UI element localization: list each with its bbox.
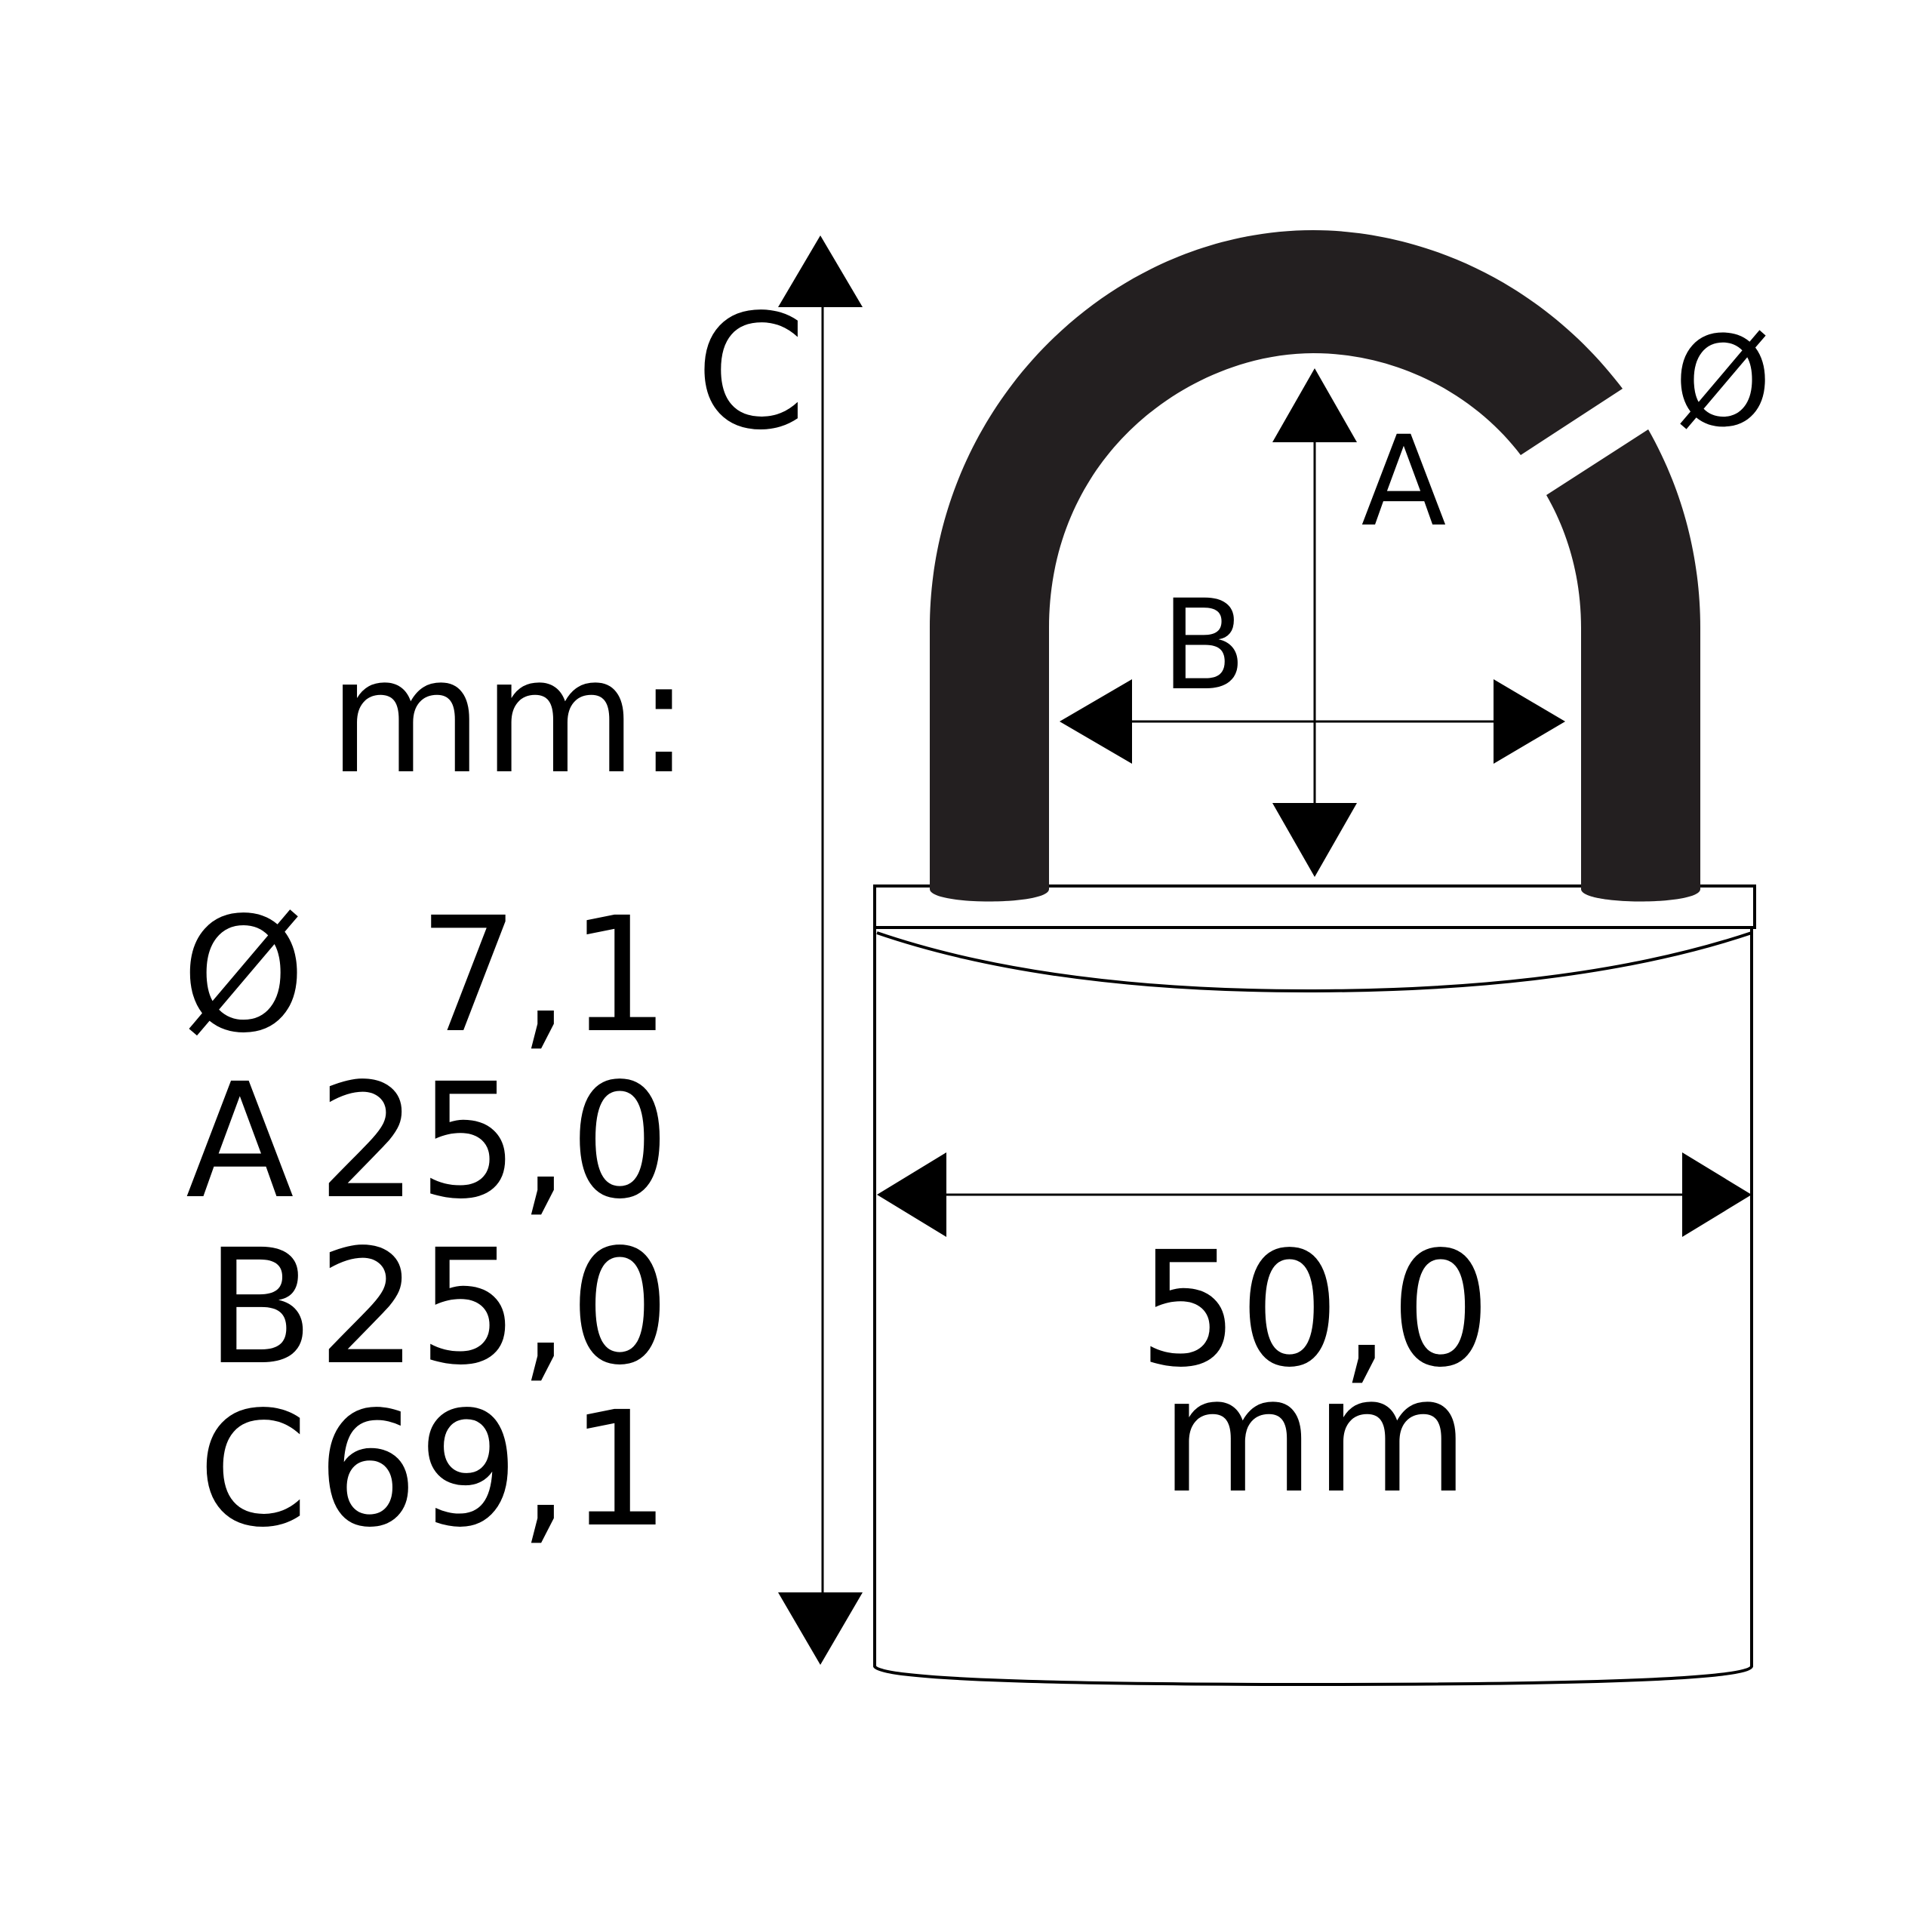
dimension-c: C (696, 235, 863, 1665)
spec-symbol-b: B (205, 1215, 314, 1400)
spec-symbol-a: A (186, 1049, 294, 1234)
dimension-b-left-arrow (1060, 679, 1132, 764)
dimension-body-width-value: 50,0 (1138, 1217, 1491, 1402)
dimension-a-bottom-arrow (1272, 803, 1357, 877)
dimension-a-top-arrow (1272, 368, 1357, 442)
dimension-body-width-unit: mm (1160, 1343, 1469, 1528)
dimension-body-width-left-arrow (877, 1152, 946, 1237)
dimension-b-right-arrow (1494, 679, 1565, 764)
spec-value-b: 25,0 (317, 1215, 670, 1400)
spec-symbol-diameter: Ø (181, 883, 306, 1068)
dimension-diameter-label: Ø (1674, 309, 1772, 454)
shackle-left-segment (930, 230, 1623, 902)
shackle-right-segment (1546, 429, 1700, 902)
dimension-b: B (1060, 573, 1565, 764)
padlock-body-curve (876, 931, 1752, 993)
padlock-shackle (930, 230, 1700, 902)
spec-list: mm: Ø 7,1 A 25,0 B 25,0 C 69,1 (181, 624, 691, 1562)
dimension-body-width: 50,0 mm (877, 1152, 1752, 1528)
spec-value-diameter: 7,1 (418, 883, 670, 1068)
padlock-body-outline (873, 928, 1753, 1687)
dimension-a-label: A (1361, 409, 1447, 554)
dimension-body-width-right-arrow (1682, 1152, 1752, 1237)
spec-symbol-c: C (198, 1377, 309, 1562)
dimension-c-label: C (696, 280, 807, 465)
units-heading: mm: (328, 624, 691, 809)
spec-value-a: 25,0 (317, 1049, 670, 1234)
dimension-a: A (1272, 368, 1446, 877)
dimension-c-bottom-arrow (778, 1592, 863, 1665)
dimension-b-label: B (1161, 573, 1246, 718)
dimension-c-top-arrow (778, 235, 863, 307)
spec-value-c: 69,1 (317, 1377, 670, 1562)
